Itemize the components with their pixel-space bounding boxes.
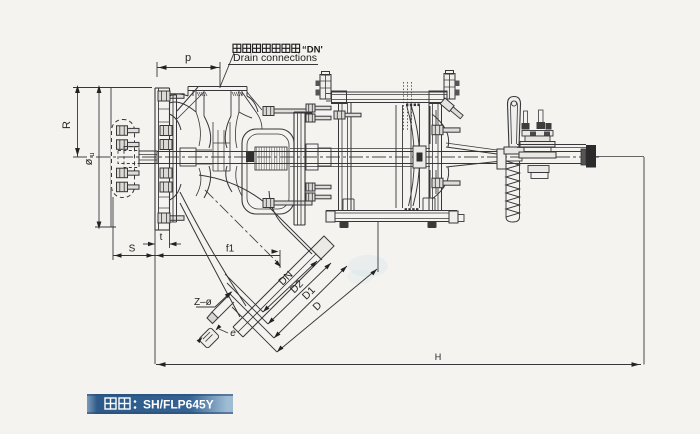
svg-text:p: p [185,52,191,64]
svg-text:“DN': “DN' [302,45,323,56]
svg-text:t: t [160,232,163,243]
svg-text:H: H [435,352,442,362]
svg-text:Z–ø: Z–ø [194,297,212,308]
svg-text:R: R [61,121,73,129]
svg-text:SH/FLP645Y: SH/FLP645Y [143,398,214,412]
svg-text:f1: f1 [226,244,235,255]
svg-text:u: u [87,152,96,156]
svg-text:ø: ø [83,158,95,165]
svg-text:S: S [129,244,136,255]
svg-text:Drain connections: Drain connections [233,52,317,64]
svg-text:e: e [230,328,236,339]
